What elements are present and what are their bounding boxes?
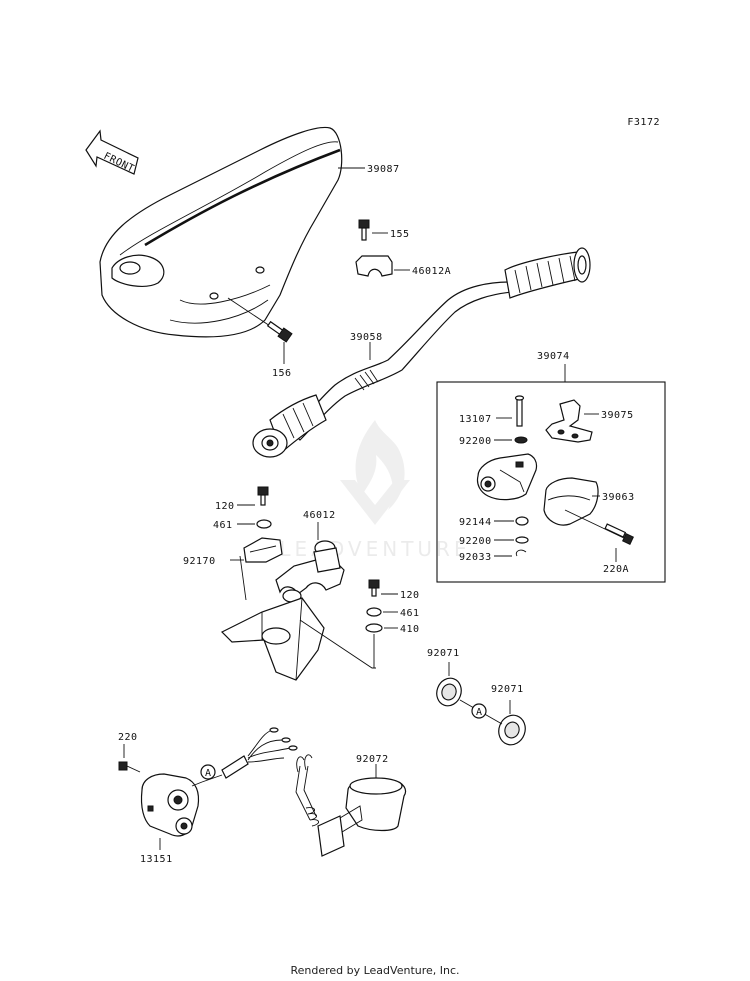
label-39063: 39063 — [602, 492, 635, 503]
washer-461-left[interactable] — [256, 519, 272, 529]
washer-92200-lower[interactable] — [515, 536, 529, 544]
label-92071-a: 92071 — [427, 648, 460, 659]
label-156: 156 — [272, 368, 292, 379]
bushing-92144[interactable] — [515, 516, 529, 526]
label-461-right: 461 — [400, 608, 420, 619]
lanyard-band-92072[interactable] — [295, 754, 407, 857]
label-46012: 46012 — [303, 510, 336, 521]
handle-cover[interactable] — [99, 126, 343, 338]
label-92071-b: 92071 — [491, 684, 524, 695]
leadventure-watermark: LEADVENTURE — [279, 420, 470, 561]
label-120-right: 120 — [400, 590, 420, 601]
throttle-assy-box — [436, 381, 666, 583]
reference-circle-a-left — [200, 764, 216, 780]
right-grip[interactable] — [504, 247, 591, 299]
reference-a-left-text: A — [205, 768, 212, 779]
label-13151: 13151 — [140, 854, 173, 865]
handlebar[interactable] — [252, 247, 591, 458]
label-39074: 39074 — [537, 351, 570, 362]
upper-clamp[interactable] — [355, 255, 393, 277]
lower-clamp[interactable] — [275, 540, 345, 603]
grommet-92071-b[interactable] — [495, 711, 530, 748]
throttle-body[interactable] — [476, 453, 538, 501]
figure-code: F3172 — [627, 117, 660, 128]
bolt-120-right[interactable] — [368, 579, 380, 597]
left-grip[interactable] — [252, 394, 327, 458]
label-92033: 92033 — [459, 552, 492, 563]
screw-220A[interactable] — [564, 509, 634, 545]
label-155: 155 — [390, 229, 410, 240]
label-92200-upper: 92200 — [459, 436, 492, 447]
label-13107: 13107 — [459, 414, 492, 425]
label-92072: 92072 — [356, 754, 389, 765]
label-220A: 220A — [603, 564, 629, 575]
label-120-left: 120 — [215, 501, 235, 512]
label-220: 220 — [118, 732, 138, 743]
washer-92200-upper[interactable] — [514, 436, 528, 444]
label-410: 410 — [400, 624, 420, 635]
throttle-lever[interactable] — [545, 399, 593, 443]
reference-circle-a-right — [471, 703, 487, 719]
switch-13151[interactable] — [140, 773, 203, 837]
label-461-left: 461 — [213, 520, 233, 531]
label-46012A: 46012A — [412, 266, 451, 277]
bolt-156[interactable] — [227, 297, 293, 343]
grommet-92071-a[interactable] — [433, 675, 465, 710]
pin-13107[interactable] — [514, 395, 525, 427]
watermark-text: LEADVENTURE — [279, 537, 470, 561]
throttle-case[interactable] — [543, 477, 599, 526]
reference-a-right-text: A — [476, 707, 483, 718]
label-92144: 92144 — [459, 517, 492, 528]
washer-410[interactable] — [365, 623, 383, 633]
label-39087: 39087 — [367, 164, 400, 175]
washer-461-right[interactable] — [366, 607, 382, 617]
label-39058: 39058 — [350, 332, 383, 343]
bolt-155[interactable] — [358, 219, 370, 241]
switch-wire-harness[interactable] — [201, 727, 298, 783]
label-92200-lower: 92200 — [459, 536, 492, 547]
front-direction-arrow: FRONT — [85, 129, 139, 175]
bracket-92170[interactable] — [243, 537, 283, 563]
circlip-92033[interactable] — [515, 549, 527, 557]
rendered-by-footer: Rendered by LeadVenture, Inc. — [290, 964, 460, 977]
label-39075: 39075 — [601, 410, 634, 421]
handle-pole-base[interactable] — [220, 555, 376, 681]
switch-screw-220[interactable] — [118, 761, 141, 773]
label-92170: 92170 — [183, 556, 216, 567]
bolt-120-left[interactable] — [257, 486, 269, 506]
